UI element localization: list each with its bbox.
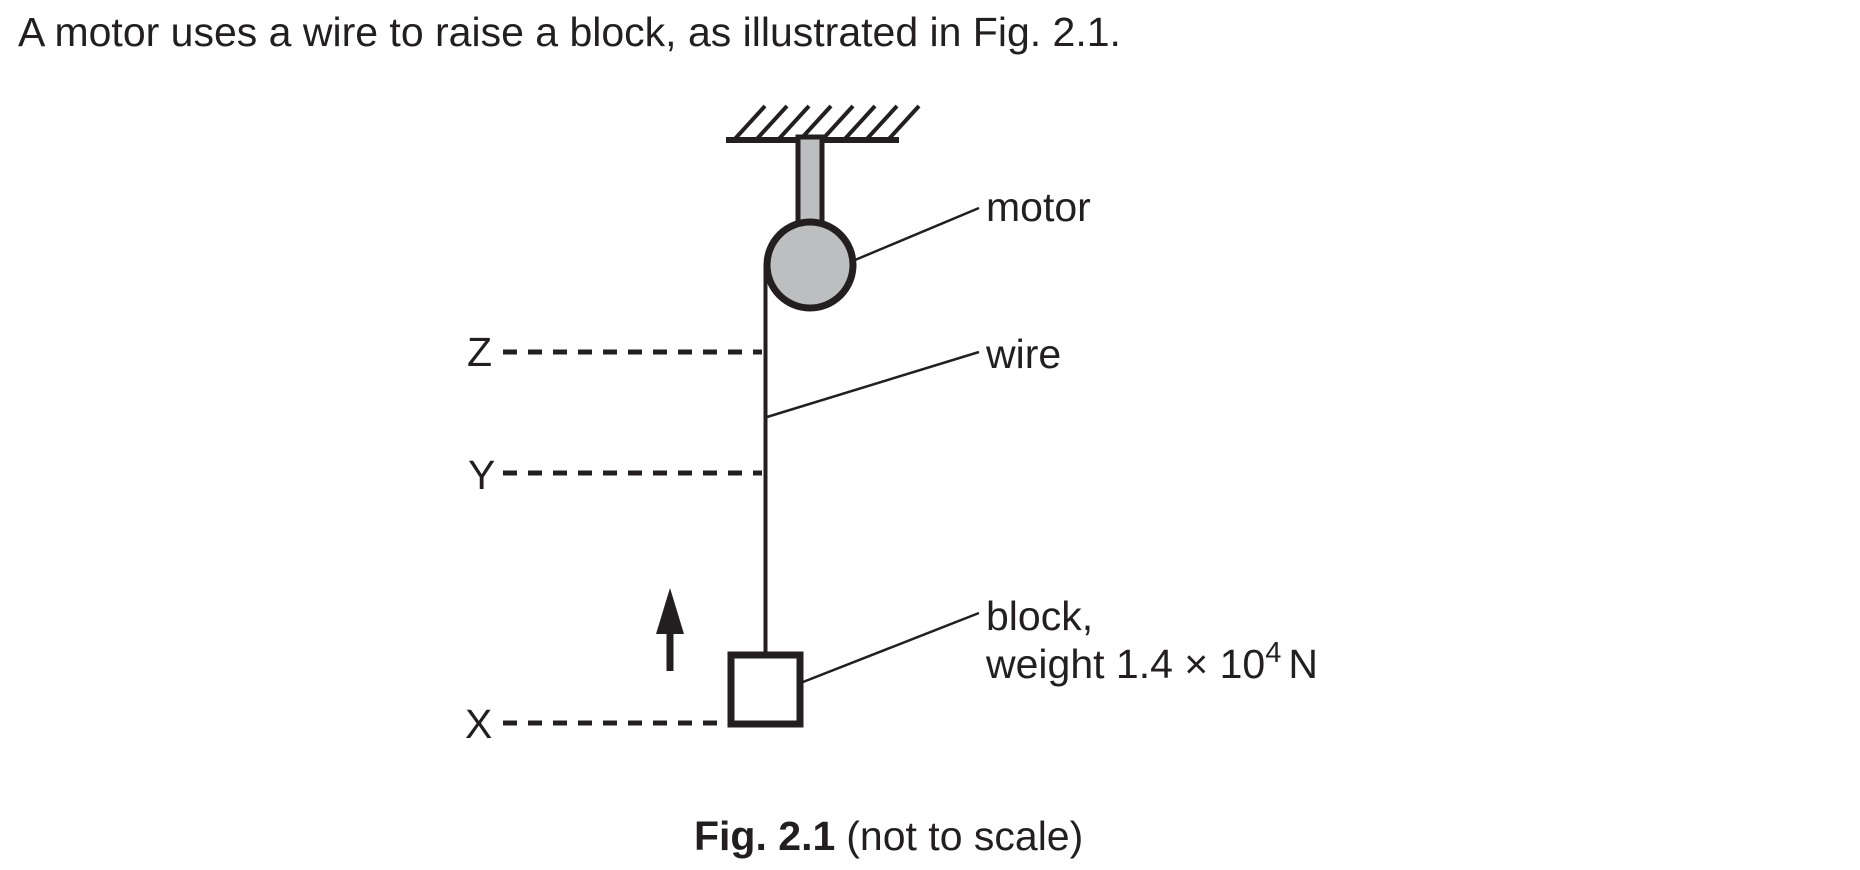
marker-label-x: X — [465, 701, 492, 747]
marker-label-y: Y — [468, 452, 495, 498]
weight-unit-text: N — [1288, 641, 1318, 687]
label-wire: wire — [985, 331, 1061, 377]
figure-caption: Fig. 2.1(not to scale) — [694, 813, 1083, 860]
question-intro-text: A motor uses a wire to raise a block, as… — [18, 9, 1121, 55]
ceiling-hatching — [731, 104, 921, 143]
marker-label-z: Z — [467, 329, 492, 375]
leader-line-block — [802, 611, 980, 684]
weight-prefix-text: weight 1.4 × 10 — [985, 641, 1265, 687]
figure-caption-label: Fig. 2.1 — [694, 813, 836, 859]
label-block-line1: block, — [986, 593, 1093, 639]
motor-pulley-circle — [763, 218, 857, 312]
block-rect — [727, 651, 804, 728]
figure-caption-note: (not to scale) — [846, 813, 1084, 859]
up-arrow-icon — [656, 588, 684, 671]
label-motor: motor — [986, 184, 1091, 230]
weight-exponent-text: 4 — [1265, 637, 1281, 669]
leader-line-motor — [854, 206, 980, 262]
leader-line-wire — [766, 350, 980, 419]
support-rod — [795, 134, 825, 232]
